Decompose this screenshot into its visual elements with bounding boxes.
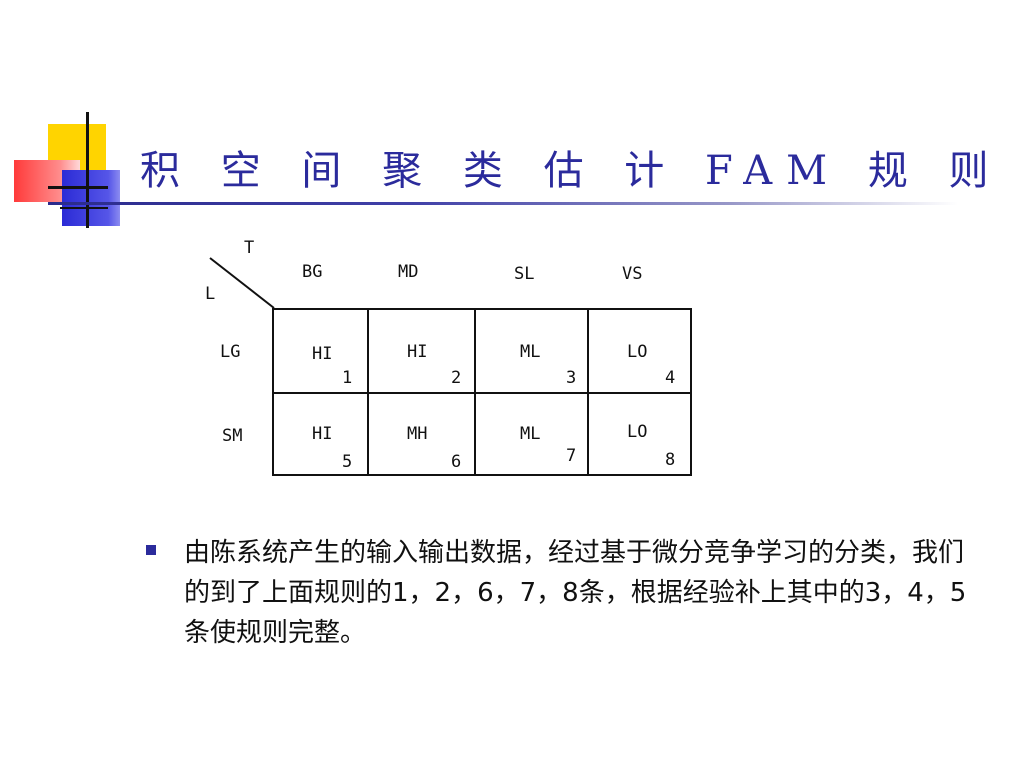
logo-blue-square [62, 170, 120, 226]
fam-corner-top-label: T [244, 238, 255, 258]
fam-row-header: LG [220, 342, 241, 362]
square-bullet-icon [146, 545, 156, 555]
slide-title: 积 空 间 聚 类 估 计 FAM 规 则 [140, 148, 1003, 194]
fam-cell: HI 1 [272, 308, 369, 394]
bullet-text: 由陈系统产生的输入输出数据，经过基于微分竞争学习的分类，我们的到了上面规则的1，… [184, 538, 967, 648]
fam-cell-number: 6 [451, 452, 462, 472]
logo-horizontal-line [48, 186, 108, 189]
fam-row-header: SM [222, 426, 243, 446]
title-underline [48, 202, 958, 205]
fam-cell: ML 3 [474, 308, 589, 394]
fam-cell-label: HI [312, 424, 333, 444]
fam-cell-number: 8 [665, 450, 676, 470]
fam-column-header: MD [398, 262, 419, 282]
fam-cell: ML 7 [474, 392, 589, 476]
fam-cell-label: HI [312, 344, 333, 364]
fam-column-header: BG [302, 262, 323, 282]
fam-cell-label: LO [627, 342, 648, 362]
fam-corner-left-label: L [205, 284, 216, 304]
fam-cell: MH 6 [367, 392, 476, 476]
fam-cell-number: 2 [451, 368, 462, 388]
fam-cell-number: 3 [566, 368, 577, 388]
logo-vertical-line [86, 112, 89, 228]
fam-cell-number: 4 [665, 368, 676, 388]
fam-column-header: VS [622, 264, 643, 284]
fam-cell: LO 4 [587, 308, 692, 394]
fam-cell: HI 2 [367, 308, 476, 394]
fam-cell: HI 5 [272, 392, 369, 476]
fam-cell-label: MH [407, 424, 428, 444]
fam-cell-number: 5 [342, 452, 353, 472]
fam-cell-number: 7 [566, 446, 577, 466]
fam-cell-label: LO [627, 422, 648, 442]
fam-cell-label: ML [520, 342, 541, 362]
fam-grid: HI 1 HI 2 ML 3 LO 4 HI 5 MH 6 ML 7 LO 8 [272, 308, 692, 476]
fam-cell-label: ML [520, 424, 541, 444]
fam-column-header: SL [514, 264, 535, 284]
fam-cell-label: HI [407, 342, 428, 362]
fam-cell-number: 1 [342, 368, 353, 388]
fam-cell: LO 8 [587, 392, 692, 476]
logo-horizontal-line-lower [60, 207, 108, 209]
slide-logo [0, 0, 1024, 240]
